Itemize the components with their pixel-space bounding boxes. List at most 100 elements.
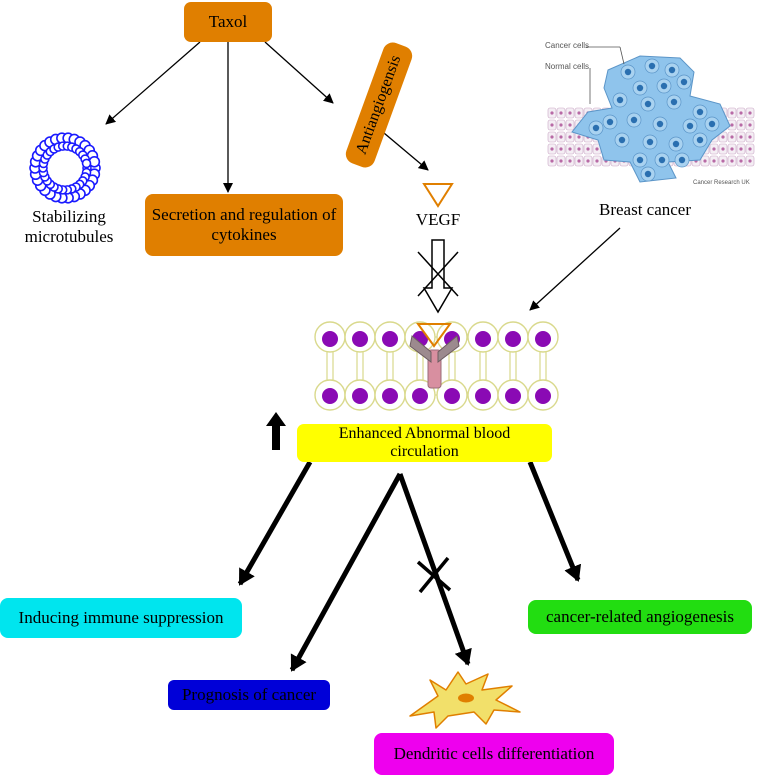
normal-cell-nucleus [559, 123, 563, 127]
normal-cell-nucleus [577, 159, 581, 163]
normal-cell-nucleus [559, 135, 563, 139]
inset-cancer-cells-label: Cancer cells [545, 41, 590, 50]
cancer-cell-nucleus [656, 120, 664, 128]
cancer-cell-nucleus [686, 122, 694, 130]
cell-nucleus [352, 388, 368, 404]
inset-credit-label: Cancer Research UK [693, 180, 750, 186]
cancer-mass [571, 55, 731, 183]
cancer-cell-nucleus [644, 170, 652, 178]
normal-cell-nucleus [550, 111, 554, 115]
cell-nucleus [475, 388, 491, 404]
normal-cell-nucleus [559, 159, 563, 163]
inset-normal-cells-label: Normal cells [545, 62, 590, 71]
cancer-cell-nucleus [668, 66, 676, 74]
cell-nucleus [322, 388, 338, 404]
arrow-to-immune-suppression [237, 460, 313, 586]
prognosis-node: Prognosis of cancer [168, 680, 330, 710]
cancer-cell-nucleus [644, 100, 652, 108]
normal-cell-nucleus [739, 135, 743, 139]
cancer-cell-nucleus [680, 78, 688, 86]
arrow-breast-cancer-to-membrane [529, 227, 621, 311]
angiogenesis-label: cancer-related angiogenesis [546, 607, 734, 627]
normal-cell-nucleus [739, 147, 743, 151]
cancer-cell-nucleus [636, 84, 644, 92]
breast-cancer-inset-image [547, 55, 755, 183]
normal-cell-nucleus [586, 159, 590, 163]
normal-cell-nucleus [730, 111, 734, 115]
normal-cell-nucleus [568, 159, 572, 163]
prognosis-label: Prognosis of cancer [181, 685, 317, 705]
cancer-cell-nucleus [616, 96, 624, 104]
normal-cell-nucleus [730, 147, 734, 151]
normal-cell-nucleus [568, 135, 572, 139]
normal-cell-nucleus [721, 147, 725, 151]
angiogenesis-node: cancer-related angiogenesis [528, 600, 752, 634]
cancer-cell-nucleus [696, 136, 704, 144]
cell-nucleus [322, 331, 338, 347]
vegf-receptor-icon [409, 323, 460, 389]
stabilizing-label: Stabilizing microtubules [24, 207, 114, 246]
normal-cell-nucleus [577, 111, 581, 115]
normal-cell-nucleus [568, 147, 572, 151]
cancer-cell-nucleus [696, 108, 704, 116]
normal-cell-nucleus [550, 159, 554, 163]
normal-cell-nucleus [748, 159, 752, 163]
cancer-cell-nucleus [678, 156, 686, 164]
cancer-cell-nucleus [618, 136, 626, 144]
normal-cell-nucleus [568, 111, 572, 115]
cytokines-node: Secretion and regulation of cytokines [145, 194, 343, 256]
normal-cell-nucleus [559, 111, 563, 115]
normal-cell-nucleus [712, 147, 716, 151]
normal-cell-nucleus [559, 147, 563, 151]
arrow-taxol-to-antiangiogensis [264, 41, 334, 104]
cell-nucleus [505, 388, 521, 404]
cell-nucleus [382, 331, 398, 347]
cancer-cell-nucleus [636, 156, 644, 164]
taxol-node: Taxol [184, 2, 272, 42]
enhanced-circulation-label: Enhanced Abnormal blood circulation [338, 424, 511, 460]
cell-membrane-bilayer [314, 321, 559, 411]
cell-nucleus [444, 388, 460, 404]
normal-cell-nucleus [712, 159, 716, 163]
normal-cell-nucleus [721, 159, 725, 163]
cancer-cell-nucleus [670, 98, 678, 106]
normal-cell-nucleus [721, 135, 725, 139]
normal-cell-nucleus [748, 135, 752, 139]
normal-cell-nucleus [739, 111, 743, 115]
arrow-to-prognosis [289, 472, 403, 672]
cancer-cell-nucleus [630, 116, 638, 124]
cancer-cell-nucleus [624, 68, 632, 76]
microtubule-ring-icon [29, 132, 101, 204]
cell-nucleus [382, 388, 398, 404]
normal-cell-nucleus [730, 135, 734, 139]
normal-cell-nucleus [550, 123, 554, 127]
immune-suppression-label: Inducing immune suppression [18, 608, 224, 628]
normal-cell-nucleus [739, 123, 743, 127]
arrow-to-dendritic-cells [397, 473, 472, 666]
dendritic-cell-icon [409, 671, 521, 729]
normal-cell-nucleus [730, 159, 734, 163]
dendritic-node: Dendritic cells differentiation [374, 733, 614, 775]
breast-cancer-label: Breast cancer [598, 200, 692, 219]
inset-pointer-line [619, 46, 625, 65]
normal-cell-nucleus [748, 111, 752, 115]
cell-nucleus [535, 331, 551, 347]
cell-nucleus [505, 331, 521, 347]
normal-cell-nucleus [577, 147, 581, 151]
vegf-label: VEGF [415, 210, 461, 229]
cell-nucleus [352, 331, 368, 347]
normal-cell-nucleus [748, 147, 752, 151]
microtubule-subunit [81, 158, 92, 169]
normal-cell-nucleus [730, 123, 734, 127]
block-x-mark [416, 556, 452, 594]
normal-cell-nucleus [595, 159, 599, 163]
cell-nucleus [475, 331, 491, 347]
cancer-cell-nucleus [708, 120, 716, 128]
increase-arrow-icon [266, 412, 286, 450]
cancer-cell-nucleus [646, 138, 654, 146]
vegf-triangle-icon [422, 183, 454, 208]
cancer-cell-nucleus [592, 124, 600, 132]
cancer-cell-nucleus [606, 118, 614, 126]
normal-cell-nucleus [739, 159, 743, 163]
